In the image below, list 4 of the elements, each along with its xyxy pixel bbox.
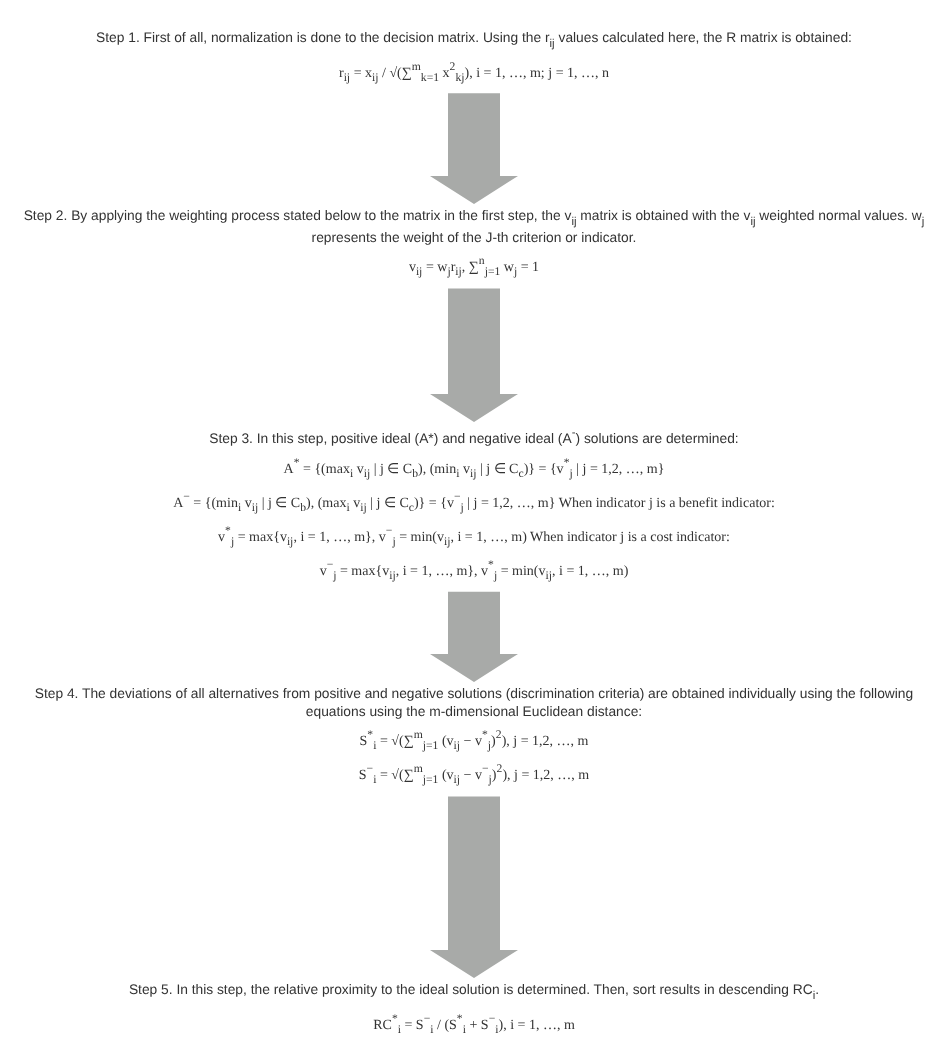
block-arrow bbox=[430, 288, 518, 422]
block-arrow bbox=[430, 591, 518, 682]
block-arrow bbox=[430, 796, 518, 978]
block-arrow bbox=[430, 93, 518, 204]
